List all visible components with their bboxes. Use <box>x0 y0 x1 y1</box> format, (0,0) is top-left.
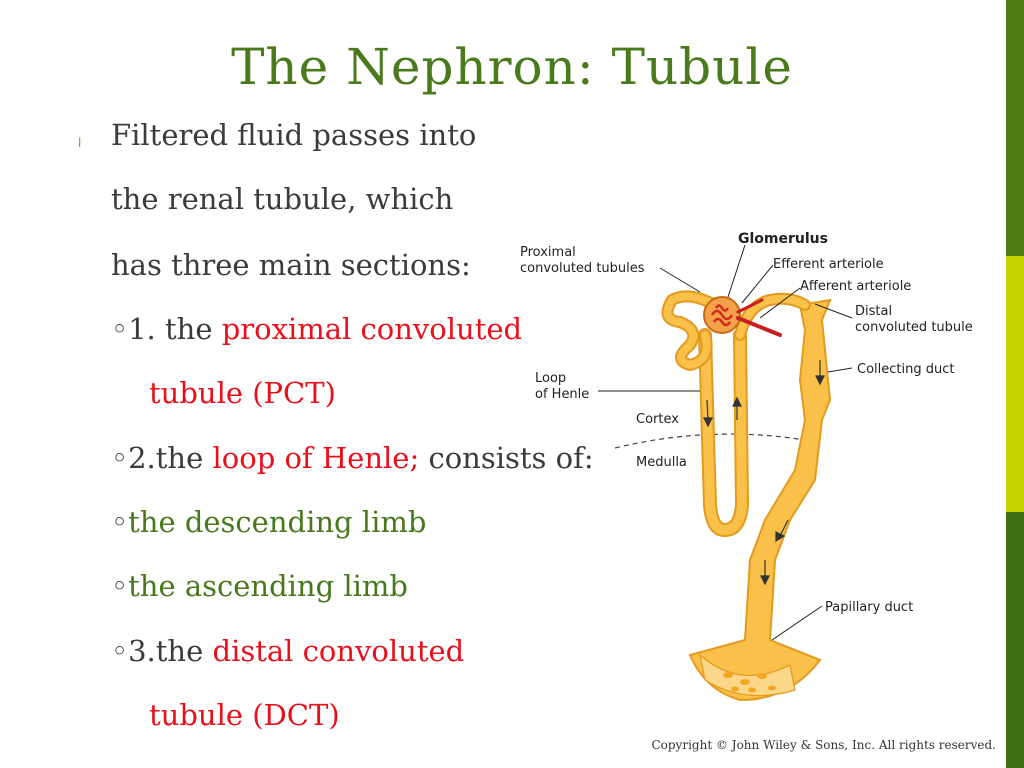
list-item-pct: ◦1. the proximal convoluted <box>111 312 522 346</box>
decorative-color-bar <box>1006 0 1024 768</box>
label-loop-line2: of Henle <box>535 387 589 402</box>
efferent-arteriole-shape <box>736 298 764 314</box>
list-item-loop-suffix: consists of: <box>419 441 594 475</box>
color-bar-bottom-segment <box>1006 512 1024 768</box>
label-loop-line1: Loop <box>535 371 566 386</box>
bullet-marker: l <box>78 136 82 150</box>
label-afferent-arteriole: Afferent arteriole <box>800 279 911 294</box>
descending-limb-term: the descending limb <box>128 505 427 539</box>
list-item-dct-prefix: ◦3.the <box>111 634 213 668</box>
label-collecting-duct: Collecting duct <box>857 362 954 377</box>
afferent-arteriole-shape <box>736 316 782 337</box>
list-item-dct: ◦3.the distal convoluted <box>111 634 464 668</box>
leader-lines <box>598 244 853 641</box>
dct-term-continued: tubule (DCT) <box>149 698 340 732</box>
color-bar-middle-segment <box>1006 256 1024 512</box>
sub-item-descending-prefix: ◦ <box>111 505 129 539</box>
sub-item-ascending-prefix: ◦ <box>111 569 129 603</box>
pct-term-continued: tubule (PCT) <box>149 376 336 410</box>
glomerulus-capillaries <box>710 304 734 327</box>
pct-term: proximal convoluted <box>221 312 523 346</box>
copyright-notice: Copyright © John Wiley & Sons, Inc. All … <box>651 738 996 752</box>
body-line-1: Filtered fluid passes into <box>111 118 477 152</box>
body-line-2: the renal tubule, which <box>111 182 454 216</box>
label-pct-line1: Proximal <box>520 245 576 260</box>
label-medulla: Medulla <box>636 455 687 470</box>
body-line-3: has three main sections: <box>111 248 471 282</box>
papilla-tip <box>699 653 796 697</box>
list-item-loop-prefix: ◦2.the <box>111 441 213 475</box>
papilla-openings <box>723 672 776 693</box>
sub-item-descending: ◦the descending limb <box>111 505 426 539</box>
label-pct-line2: convoluted tubules <box>520 261 645 276</box>
dct-term: distal convoluted <box>212 634 465 668</box>
label-cortex: Cortex <box>636 412 679 427</box>
loop-term: loop of Henle; <box>212 441 420 475</box>
nephron-diagram: Proximal convoluted tubules Glomerulus E… <box>520 231 973 702</box>
label-dct-line2: convoluted tubule <box>855 320 973 335</box>
list-item-pct-prefix: ◦1. the <box>111 312 222 346</box>
sub-item-ascending: ◦the ascending limb <box>111 569 408 603</box>
slide-title: The Nephron: Tubule <box>231 38 793 96</box>
label-efferent-arteriole: Efferent arteriole <box>773 257 884 272</box>
ascending-limb-term: the ascending limb <box>128 569 408 603</box>
label-papillary-duct: Papillary duct <box>825 600 913 615</box>
list-item-loop: ◦2.the loop of Henle; consists of: <box>111 441 594 475</box>
flow-arrows <box>703 360 825 586</box>
label-dct-line1: Distal <box>855 304 892 319</box>
color-bar-top-segment <box>1006 0 1024 256</box>
label-glomerulus: Glomerulus <box>738 231 828 247</box>
